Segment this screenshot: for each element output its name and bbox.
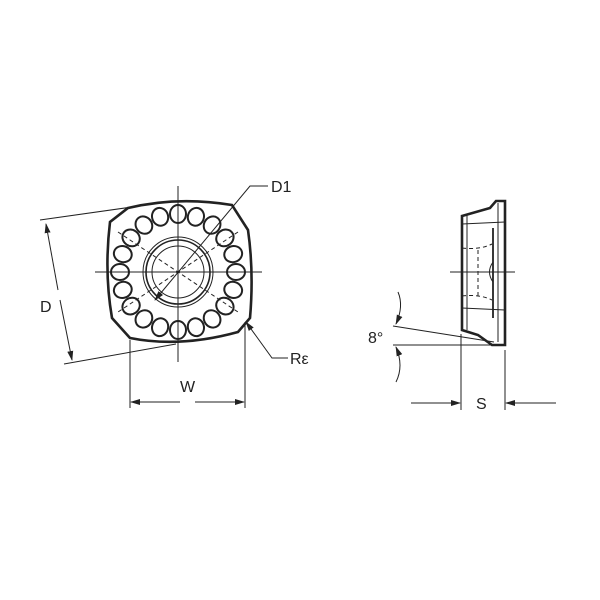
scallop — [112, 280, 133, 300]
s-label: S — [476, 396, 487, 413]
front-view — [95, 186, 262, 362]
scallop — [186, 206, 206, 227]
angle-label: 8° — [368, 330, 383, 347]
w-label: W — [180, 379, 196, 396]
scallop — [223, 244, 244, 264]
scallop — [134, 215, 154, 235]
hole-outer — [142, 236, 214, 308]
r-epsilon-dimension: Rε — [245, 321, 309, 368]
scallop — [226, 263, 246, 281]
d-label: D — [40, 299, 52, 316]
d1-label: D1 — [271, 179, 292, 196]
scallop — [186, 317, 206, 338]
scallop-ring — [110, 204, 246, 340]
r-epsilon-label: Rε — [290, 351, 309, 368]
scallop — [215, 296, 235, 316]
scallop — [110, 263, 130, 281]
angle-dimension: 8° — [368, 291, 505, 383]
scallop — [202, 215, 222, 235]
d-dimension: D — [39, 206, 177, 365]
d1-dimension: D1 — [154, 179, 292, 301]
scallop — [150, 317, 170, 338]
scallop — [169, 204, 187, 224]
scallop — [150, 206, 170, 227]
scallop — [134, 309, 154, 329]
scallop — [223, 280, 244, 300]
scallop — [121, 228, 141, 248]
scallop — [215, 228, 235, 248]
scallop — [169, 320, 187, 340]
scallop — [121, 296, 141, 316]
s-dimension: S — [411, 334, 556, 413]
side-view — [450, 199, 515, 347]
w-dimension: W — [129, 322, 246, 408]
scallop — [202, 309, 222, 329]
hole-edge — [145, 239, 211, 305]
hole-inner — [151, 245, 205, 299]
scallop — [112, 244, 133, 264]
insert-outline — [106, 199, 253, 344]
